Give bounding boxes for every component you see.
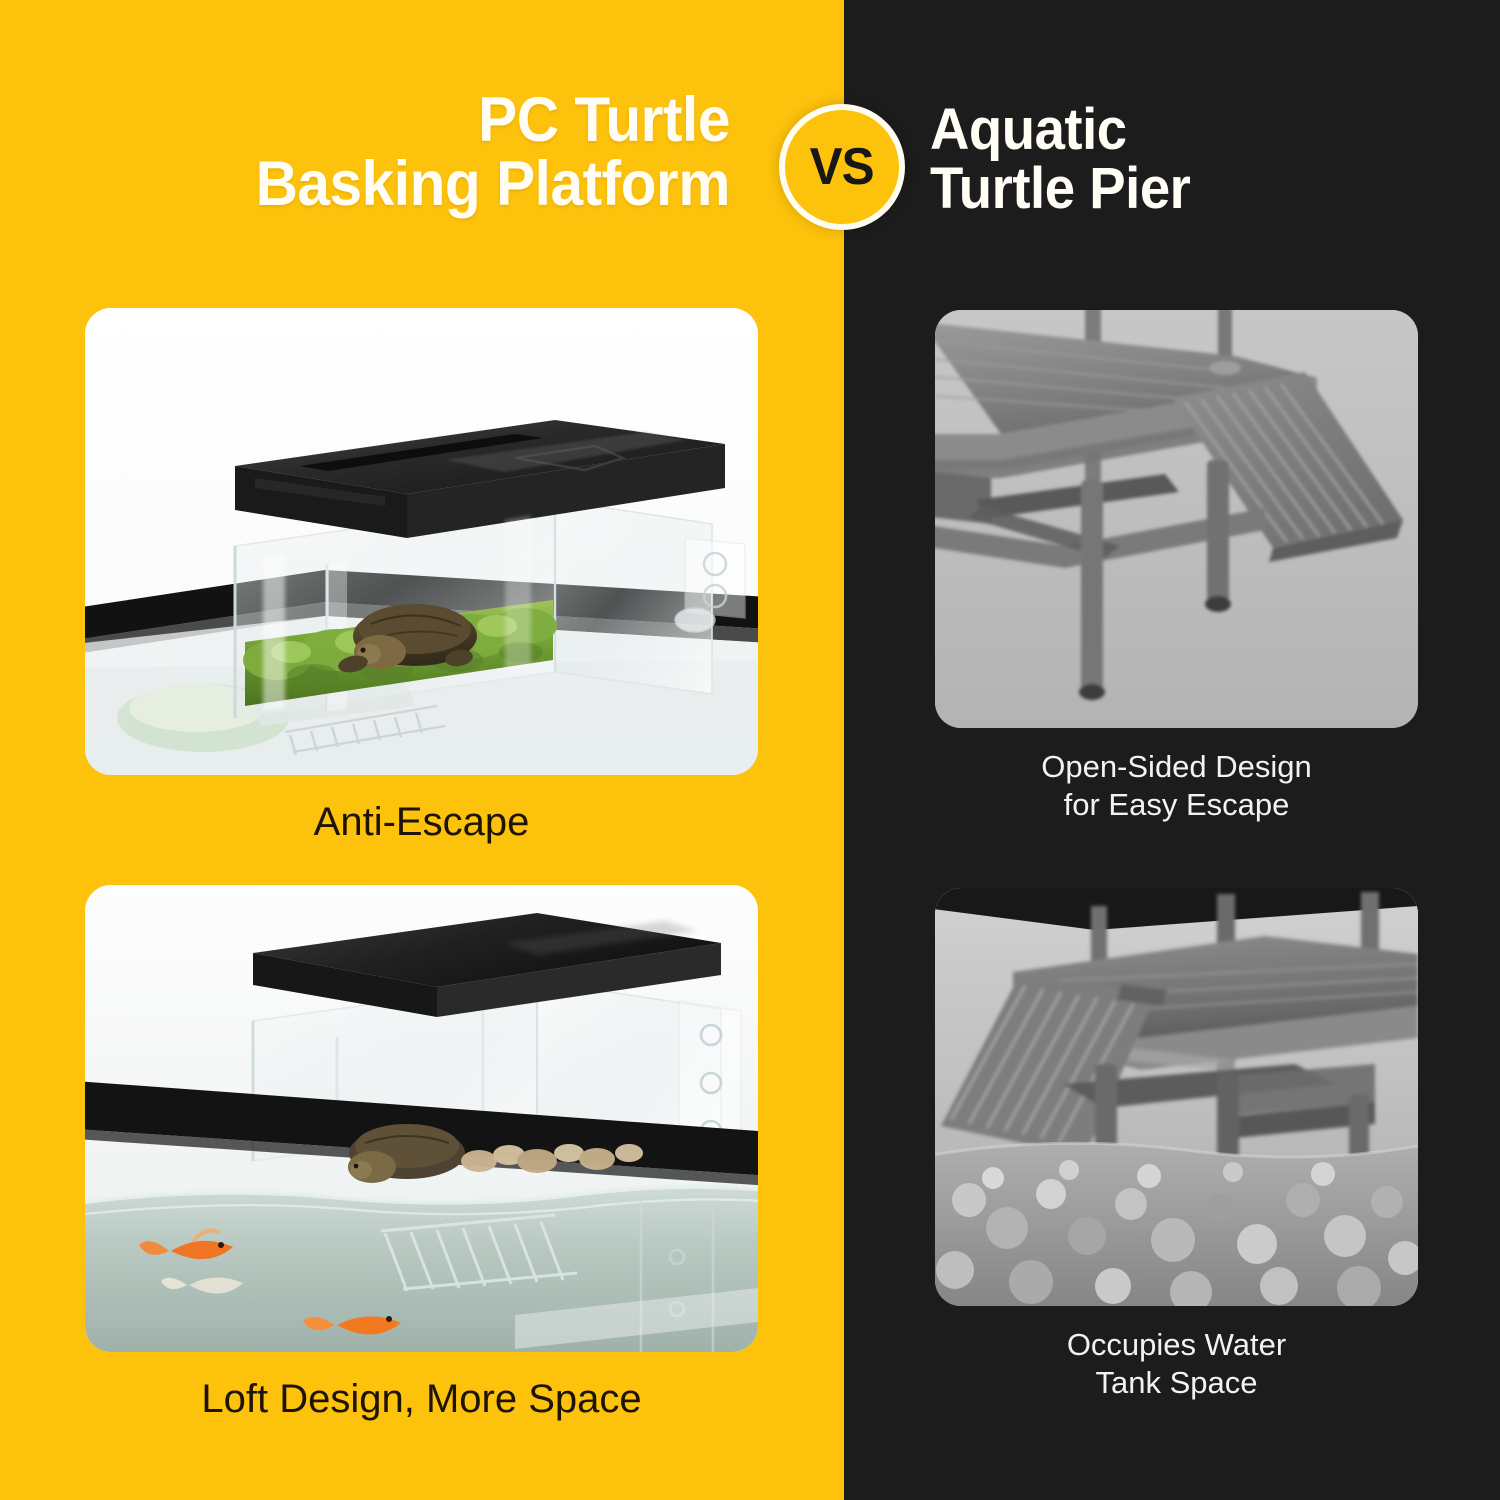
loft-design-photo [85,885,758,1352]
caption-open-sided-line-1: Open-Sided Design [1041,749,1312,784]
open-sided-photo [935,310,1418,728]
caption-occupies-space-line-1: Occupies Water [1066,1327,1287,1362]
right-product-title: Aquatic Turtle Pier [930,100,1438,218]
left-title-line-2: Basking Platform [255,149,731,220]
vs-label: VS [809,138,875,196]
right-title-line-1: Aquatic [930,97,1127,162]
photo-card-occupies-space [935,888,1418,1306]
photo-card-anti-escape [85,308,758,775]
caption-loft-design: Loft Design, More Space [85,1375,758,1424]
caption-occupies-space: Occupies Water Tank Space [935,1326,1418,1402]
left-title-line-1: PC Turtle [478,85,730,155]
occupies-space-photo [935,888,1418,1306]
caption-anti-escape-line-1: Anti-Escape [313,800,530,844]
caption-occupies-space-line-2: Tank Space [1095,1364,1258,1400]
caption-open-sided-line-2: for Easy Escape [1063,786,1290,822]
right-title-line-2: Turtle Pier [930,156,1191,222]
caption-loft-design-line-1: Loft Design, More Space [201,1377,642,1421]
caption-anti-escape: Anti-Escape [85,798,758,847]
photo-card-loft-design [85,885,758,1352]
vs-badge: VS [779,104,905,230]
caption-open-sided: Open-Sided Design for Easy Escape [935,748,1418,824]
photo-card-open-sided [935,310,1418,728]
left-product-title: PC Turtle Basking Platform [79,85,731,220]
anti-escape-photo [85,308,758,775]
